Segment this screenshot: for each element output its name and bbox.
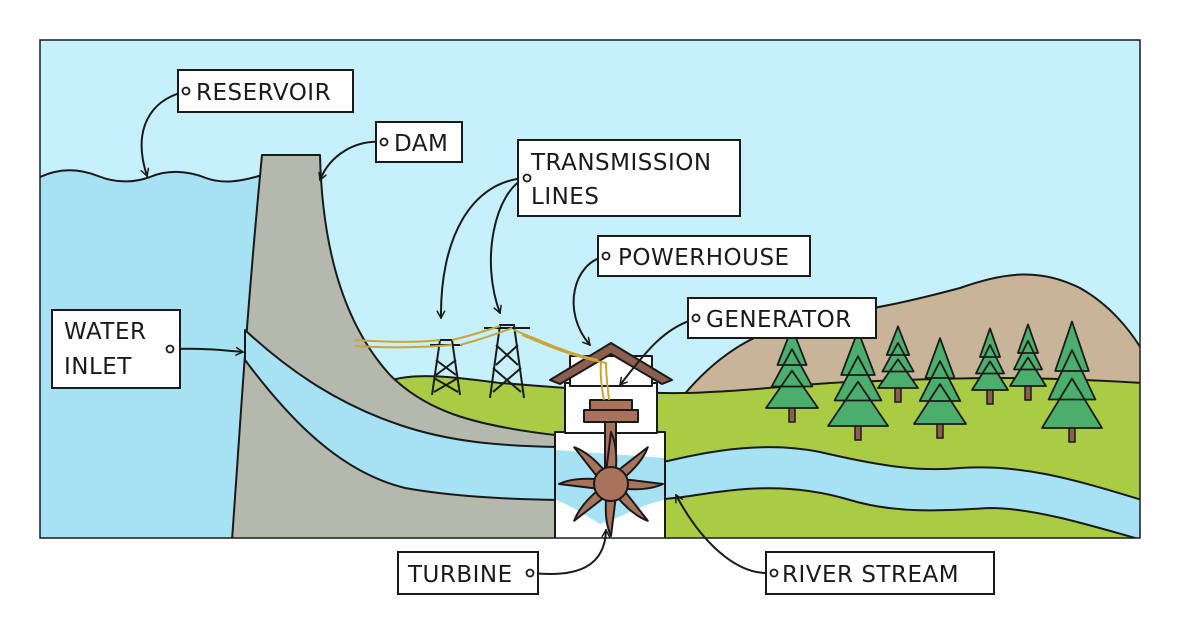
label-powerhouse: POWERHOUSE xyxy=(597,235,811,277)
generator-top xyxy=(589,399,633,411)
powerhouse-arrow xyxy=(572,256,605,346)
pine-tree xyxy=(827,329,889,427)
river-stream-arrow xyxy=(675,494,771,575)
label-dam: DAM xyxy=(375,121,463,163)
label-water-inlet-text-2: INLET xyxy=(64,354,132,380)
pine-tree xyxy=(877,325,919,389)
label-water-inlet-text-1: WATER xyxy=(64,319,147,345)
pine-tree xyxy=(971,327,1009,391)
reservoir-arrow xyxy=(140,91,185,177)
dam-arrow xyxy=(318,140,383,181)
generator-gear xyxy=(583,409,639,423)
label-river-stream-text: RIVER STREAM xyxy=(782,562,959,588)
pine-tree xyxy=(1041,320,1103,429)
label-generator: GENERATOR xyxy=(687,297,877,339)
label-transmission-lines: TRANSMISSION LINES xyxy=(517,139,741,217)
generator-arrow xyxy=(619,319,693,386)
scene-frame xyxy=(39,39,1141,539)
label-turbine: TURBINE xyxy=(397,551,539,595)
transmission-arrow-left xyxy=(436,177,526,319)
turbine-hub xyxy=(593,466,629,502)
label-transmission-text-1: TRANSMISSION xyxy=(530,150,712,176)
powerhouse-roof xyxy=(549,342,673,385)
transmission-arrow-right xyxy=(489,177,526,314)
transmission-tower-right xyxy=(484,324,530,399)
river-stream-water xyxy=(639,446,1140,538)
label-dam-text: DAM xyxy=(394,131,448,157)
pine-tree xyxy=(765,326,819,409)
turbine-arrow xyxy=(531,529,611,575)
generator-cable xyxy=(599,361,610,401)
label-transmission-text-2: LINES xyxy=(531,184,599,210)
label-water-inlet: WATER INLET xyxy=(51,309,181,389)
label-reservoir: RESERVOIR xyxy=(177,69,354,113)
label-generator-text: GENERATOR xyxy=(706,307,852,333)
label-reservoir-text: RESERVOIR xyxy=(196,80,331,106)
pine-tree xyxy=(913,337,967,425)
label-turbine-text: TURBINE xyxy=(407,562,513,588)
label-river-stream: RIVER STREAM xyxy=(765,551,995,595)
power-wires xyxy=(354,325,607,364)
pine-tree xyxy=(1009,323,1047,387)
label-powerhouse-text: POWERHOUSE xyxy=(618,245,790,271)
forest xyxy=(765,320,1103,443)
